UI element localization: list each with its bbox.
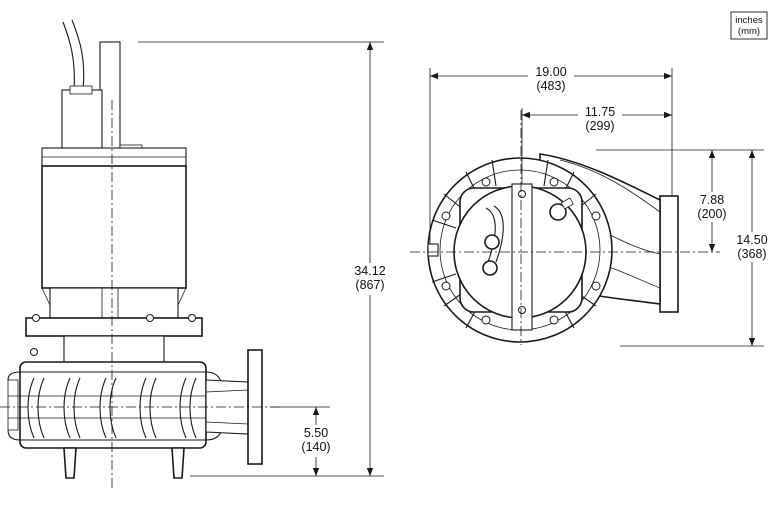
legend-mm: (mm) bbox=[738, 26, 760, 37]
pump-side-view bbox=[0, 19, 280, 490]
overall-height-mm: (867) bbox=[355, 278, 384, 292]
legend-inches: inches bbox=[735, 15, 763, 26]
center-to-top-in: 7.88 bbox=[700, 193, 724, 207]
overall-depth-mm: (368) bbox=[737, 247, 766, 261]
pump-top-view bbox=[410, 110, 720, 345]
center-to-discharge-in: 11.75 bbox=[585, 105, 615, 119]
overall-width-in: 19.00 bbox=[535, 65, 566, 79]
units-legend: inches (mm) bbox=[730, 11, 768, 40]
discharge-height-in: 5.50 bbox=[304, 426, 328, 440]
top-view-dimensions: 19.00 (483) 11.75 (299) 7.88 (200) 14.50… bbox=[429, 63, 774, 347]
overall-depth-in: 14.50 bbox=[736, 233, 767, 247]
center-to-top-mm: (200) bbox=[697, 207, 726, 221]
discharge-height-mm: (140) bbox=[301, 440, 330, 454]
side-view-dimensions: 34.12 (867) 5.50 (140) bbox=[138, 41, 398, 477]
center-to-discharge-mm: (299) bbox=[585, 119, 614, 133]
overall-height-in: 34.12 bbox=[354, 264, 385, 278]
overall-width-mm: (483) bbox=[536, 79, 565, 93]
